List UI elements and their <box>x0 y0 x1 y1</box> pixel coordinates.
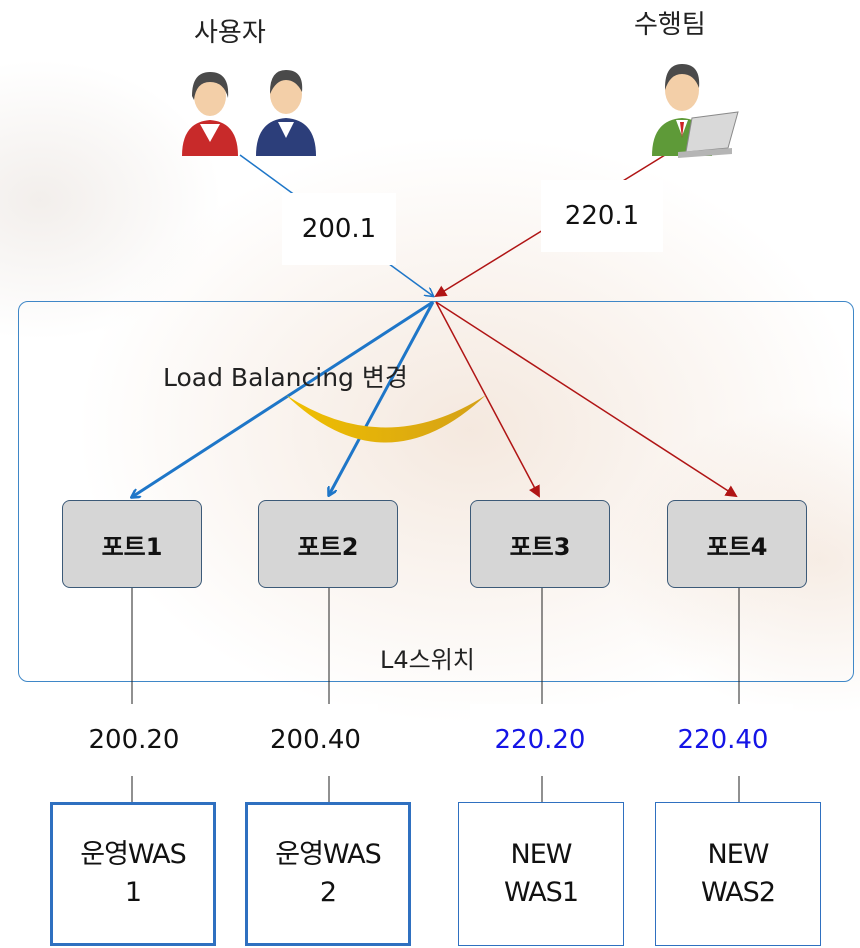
hub-to-port3-line <box>435 301 540 498</box>
user-male-icon <box>256 70 316 156</box>
was3-ip-box: 220.20 <box>470 704 610 776</box>
user-female-icon <box>182 72 238 156</box>
was1-ip-box: 200.20 <box>64 704 204 776</box>
was2-ip-box: 200.40 <box>253 704 378 776</box>
l4-switch-label: L4스위치 <box>380 646 475 674</box>
team-ip-box: 220.1 <box>541 180 663 252</box>
port-3: 포트3 <box>470 500 610 588</box>
laptop-user-icon <box>652 64 739 158</box>
was-label-2: 운영WAS 2 <box>275 839 382 908</box>
team-title: 수행팀 <box>634 10 706 40</box>
port-1: 포트1 <box>62 500 202 588</box>
l4-switch-box <box>18 301 854 682</box>
hub-to-port4-line <box>435 301 738 498</box>
was-box-3: NEW WAS1 <box>458 802 624 946</box>
hub-to-port2-line <box>329 301 435 495</box>
users-icon-group <box>182 70 316 156</box>
was-label-4: NEW WAS2 <box>700 839 776 908</box>
was-label-1: 운영WAS 1 <box>80 839 187 908</box>
was-box-2: 운영WAS 2 <box>245 802 411 946</box>
was-box-4: NEW WAS2 <box>655 802 821 946</box>
was-box-1: 운영WAS 1 <box>50 802 216 946</box>
load-balancing-curve <box>286 395 486 443</box>
users-title: 사용자 <box>194 18 266 48</box>
port-4: 포트4 <box>667 500 807 588</box>
was4-ip-box: 220.40 <box>653 704 793 776</box>
was-label-3: NEW WAS1 <box>503 839 579 908</box>
hub-to-port1-line <box>132 300 434 497</box>
load-balancing-label: Load Balancing 변경 <box>163 363 408 392</box>
port-2: 포트2 <box>258 500 398 588</box>
users-ip-box: 200.1 <box>282 193 396 265</box>
